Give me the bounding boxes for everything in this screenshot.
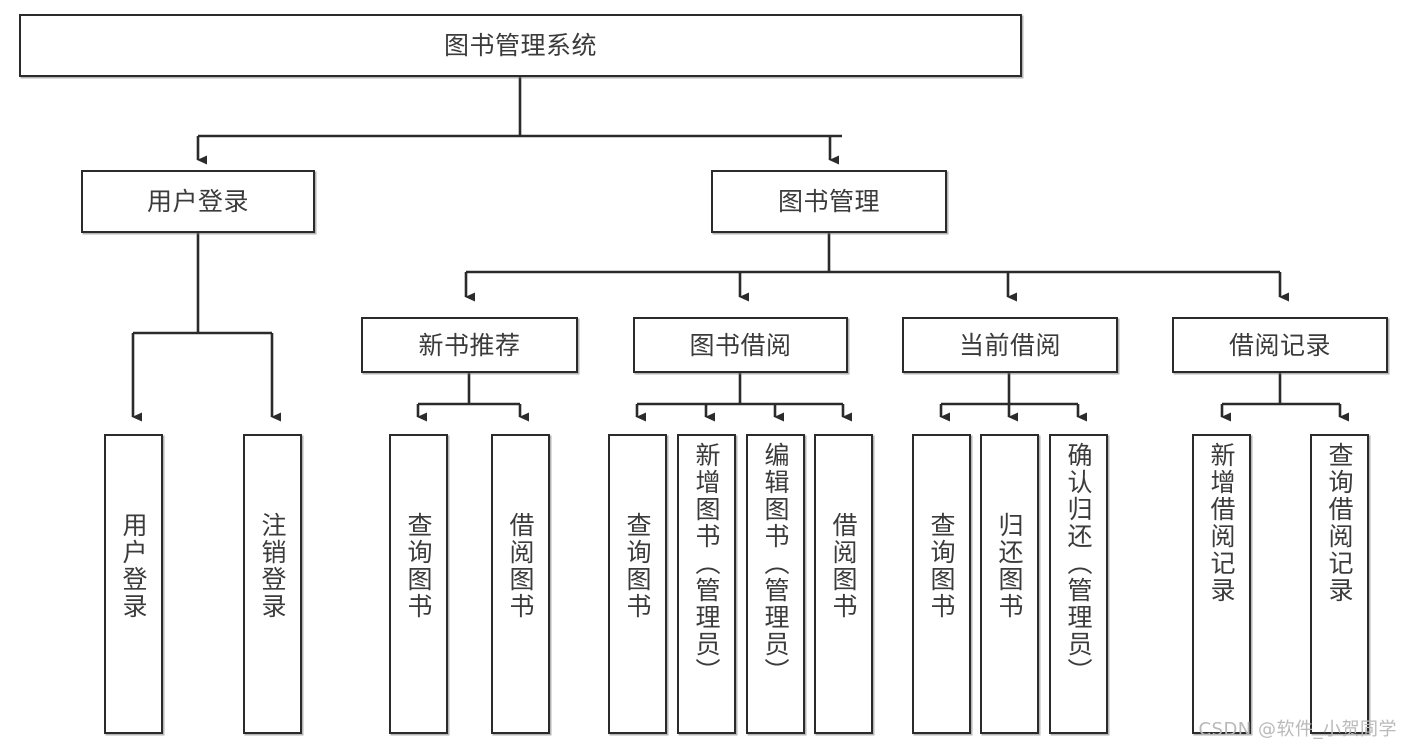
node-current-borrow[interactable]: 当前借阅 <box>902 317 1118 373</box>
watermark-text: CSDN @软件_小贺同学 <box>1198 719 1397 740</box>
node-label: 查询图书 <box>404 512 433 620</box>
node-label: 图书管理 <box>777 187 880 216</box>
leaf-book-borrow-query-book[interactable]: 查询图书 <box>608 434 667 734</box>
node-root-book-management-system[interactable]: 图书管理系统 <box>19 14 1022 77</box>
node-label: 新增借阅记录 <box>1207 442 1236 604</box>
leaf-current-borrow-confirm-return-admin[interactable]: 确认归还（管理员） <box>1049 434 1108 734</box>
leaf-user-login-logout[interactable]: 注销登录 <box>243 434 302 734</box>
leaf-current-borrow-query-book[interactable]: 查询图书 <box>912 434 971 734</box>
leaf-book-borrow-edit-book-admin[interactable]: 编辑图书（管理员） <box>746 434 805 734</box>
node-borrow-record[interactable]: 借阅记录 <box>1172 317 1388 373</box>
leaf-book-borrow-borrow-book[interactable]: 借阅图书 <box>814 434 873 734</box>
node-label: 编辑图书（管理员） <box>761 442 790 685</box>
node-label: 图书借阅 <box>689 330 792 360</box>
node-label: 借阅记录 <box>1228 330 1331 360</box>
leaf-borrow-record-query-record[interactable]: 查询借阅记录 <box>1310 434 1369 734</box>
node-label: 查询图书 <box>623 512 652 620</box>
leaf-new-book-borrow-book[interactable]: 借阅图书 <box>491 434 550 734</box>
node-label: 借阅图书 <box>829 512 858 620</box>
node-label: 当前借阅 <box>958 330 1061 360</box>
node-label: 新增图书（管理员） <box>692 442 721 685</box>
leaf-new-book-query-book[interactable]: 查询图书 <box>389 434 448 734</box>
node-book-management[interactable]: 图书管理 <box>711 170 947 233</box>
node-book-borrow[interactable]: 图书借阅 <box>633 317 848 373</box>
node-label: 用户登录 <box>119 512 148 620</box>
node-label: 归还图书 <box>995 512 1024 620</box>
node-label: 注销登录 <box>258 512 287 620</box>
node-label: 用户登录 <box>146 187 249 216</box>
node-label: 查询借阅记录 <box>1325 442 1354 604</box>
node-user-login[interactable]: 用户登录 <box>81 170 315 233</box>
leaf-user-login-login[interactable]: 用户登录 <box>104 434 163 734</box>
leaf-book-borrow-add-book-admin[interactable]: 新增图书（管理员） <box>677 434 736 734</box>
node-label: 新书推荐 <box>418 330 521 360</box>
node-label: 图书管理系统 <box>443 31 597 60</box>
leaf-current-borrow-return-book[interactable]: 归还图书 <box>980 434 1039 734</box>
node-label: 查询图书 <box>927 512 956 620</box>
leaf-borrow-record-add-record[interactable]: 新增借阅记录 <box>1192 434 1251 734</box>
node-label: 确认归还（管理员） <box>1064 442 1093 685</box>
node-label: 借阅图书 <box>506 512 535 620</box>
node-new-book-recommend[interactable]: 新书推荐 <box>361 317 578 373</box>
